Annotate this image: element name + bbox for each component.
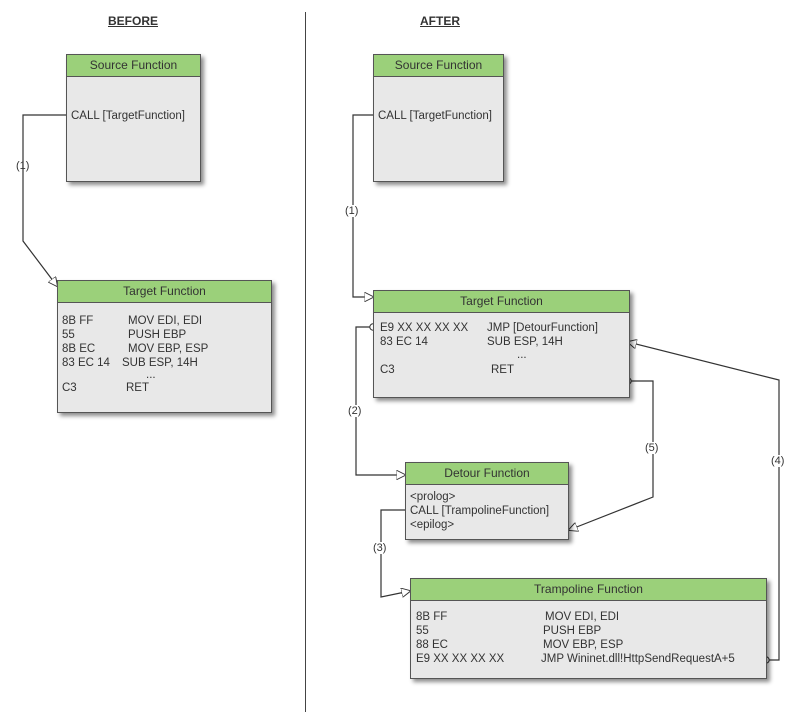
before-target-bytes-5: C3: [62, 382, 77, 394]
before-source-function-box: Source Function CALL [TargetFunction]: [66, 54, 201, 182]
trampoline-instr-1: PUSH EBP: [543, 625, 602, 637]
before-target-bytes-1: 55: [62, 329, 75, 341]
detour-prolog: <prolog>: [410, 491, 456, 503]
before-target-instr-1: PUSH EBP: [128, 329, 187, 341]
before-target-instr-0: MOV EDI, EDI: [128, 315, 203, 327]
before-arrow-1: [22, 114, 66, 286]
after-heading: AFTER: [420, 14, 460, 28]
after-arrow-3-label: (3): [373, 542, 387, 554]
before-target-bytes-2: 8B EC: [62, 343, 96, 355]
trampoline-instr-2: MOV EBP, ESP: [543, 639, 624, 651]
before-target-instr-5: RET: [126, 382, 149, 394]
after-arrow-5: [569, 381, 654, 530]
trampoline-bytes-1: 55: [416, 625, 429, 637]
after-target-bytes-3: C3: [380, 364, 395, 376]
detour-epilog: <epilog>: [410, 519, 455, 531]
before-target-instr-3: SUB ESP, 14H: [122, 357, 198, 369]
after-arrow-2: [355, 327, 405, 475]
after-target-instr-3: RET: [491, 364, 514, 376]
after-source-call: CALL [TargetFunction]: [378, 110, 492, 122]
trampoline-bytes-0: 8B FF: [416, 611, 448, 623]
before-target-function-title: Target Function: [58, 281, 271, 303]
after-arrow-5-label: (5): [645, 442, 659, 454]
detour-function-title: Detour Function: [406, 463, 568, 485]
trampoline-bytes-3: E9 XX XX XX XX: [416, 653, 505, 665]
before-target-function-box: Target Function 8B FF MOV EDI, EDI 55 PU…: [57, 280, 272, 413]
divider-line: [305, 12, 306, 712]
before-target-instr-2: MOV EBP, ESP: [128, 343, 209, 355]
trampoline-function-box: Trampoline Function 8B FF MOV EDI, EDI 5…: [410, 578, 767, 679]
after-target-function-box: Target Function E9 XX XX XX XX JMP [Deto…: [373, 290, 630, 398]
after-target-bytes-0: E9 XX XX XX XX: [380, 322, 469, 334]
after-arrow-2-label: (2): [348, 405, 362, 417]
after-target-instr-2: ...: [517, 349, 527, 361]
trampoline-instr-3: JMP Wininet.dll!HttpSendRequestA+5: [541, 653, 735, 665]
before-arrow-1-label: (1): [16, 160, 30, 172]
before-target-bytes-0: 8B FF: [62, 315, 94, 327]
after-arrow-4-label: (4): [771, 455, 785, 467]
before-heading: BEFORE: [108, 14, 159, 28]
after-source-function-box: Source Function CALL [TargetFunction]: [373, 54, 504, 182]
trampoline-bytes-2: 88 EC: [416, 639, 448, 651]
after-target-instr-0: JMP [DetourFunction]: [487, 322, 599, 334]
before-target-instr-4: ...: [146, 369, 156, 381]
detour-call: CALL [TrampolineFunction]: [410, 505, 550, 517]
after-target-bytes-1: 83 EC 14: [380, 336, 428, 348]
before-source-function-title: Source Function: [67, 55, 200, 77]
after-target-function-title: Target Function: [374, 291, 629, 313]
after-arrow-1-label: (1): [345, 205, 359, 217]
after-source-function-title: Source Function: [374, 55, 503, 77]
before-target-bytes-3: 83 EC 14: [62, 357, 110, 369]
detour-function-box: Detour Function <prolog> CALL [Trampolin…: [405, 462, 569, 540]
before-source-call: CALL [TargetFunction]: [71, 110, 185, 122]
after-target-instr-1: SUB ESP, 14H: [487, 336, 563, 348]
trampoline-function-title: Trampoline Function: [411, 579, 766, 601]
trampoline-instr-0: MOV EDI, EDI: [545, 611, 620, 623]
after-arrow-4: [628, 342, 780, 660]
